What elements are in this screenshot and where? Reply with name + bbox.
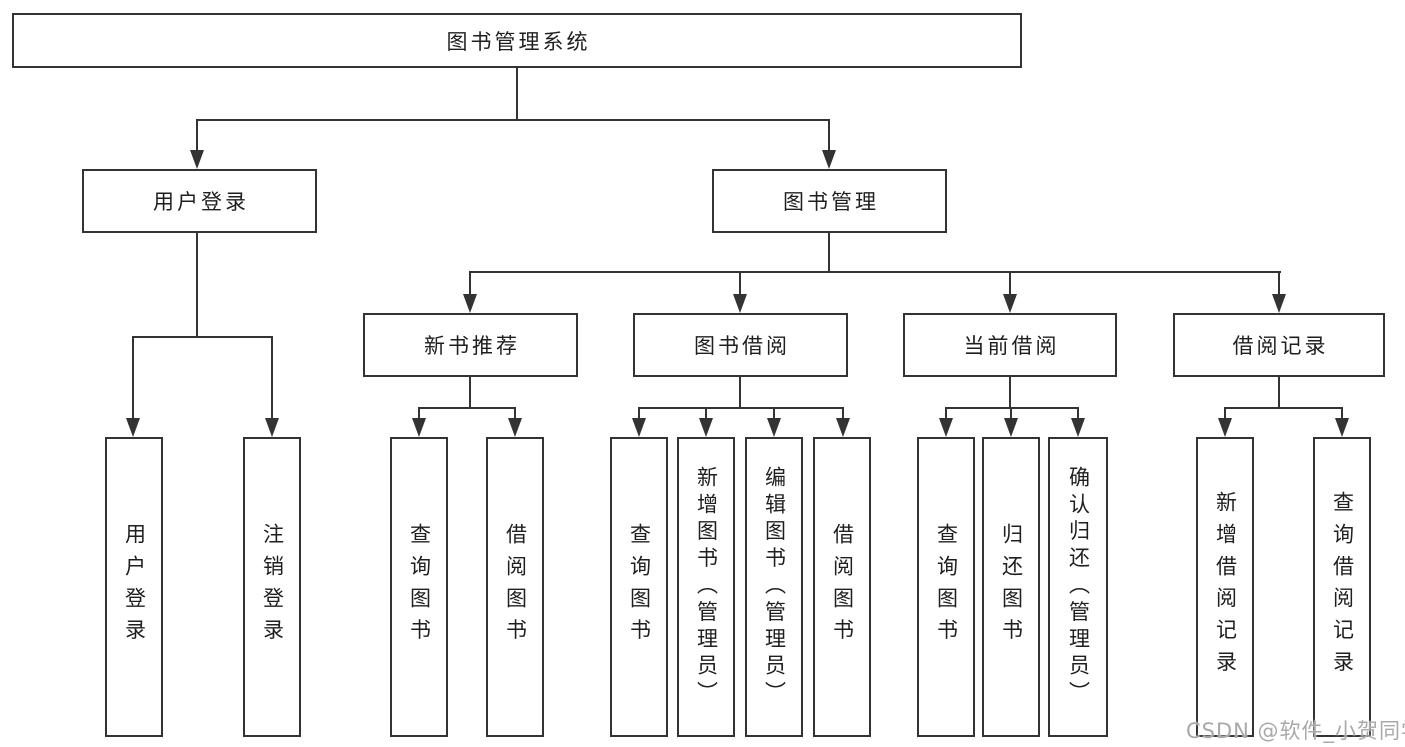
leaf-label: 新增借阅记录 (1213, 491, 1238, 683)
connector-line (418, 407, 516, 409)
connector-line (196, 119, 830, 121)
arrow-down-icon (699, 418, 713, 437)
node-label: 用户登录 (153, 190, 249, 214)
arrow-down-icon (190, 150, 204, 169)
connector-line (638, 407, 640, 421)
connector-line (1077, 407, 1079, 421)
leaf-label: 查询图书 (934, 523, 959, 651)
leaf-label: 新增图书（管理员） (694, 466, 719, 708)
arrow-down-icon (1003, 294, 1017, 313)
connector-line (828, 119, 830, 152)
leaf-query-borrow-record: 查询借阅记录 (1313, 437, 1371, 737)
connector-line (842, 407, 844, 421)
leaf-query-books-recommend: 查询图书 (390, 437, 448, 737)
connector-line (773, 407, 775, 421)
arrow-down-icon (939, 418, 953, 437)
connector-line (1224, 407, 1343, 409)
node-book-borrowing: 图书借阅 (633, 313, 848, 377)
connector-line (1278, 271, 1280, 297)
leaf-query-books-borrowing: 查询图书 (610, 437, 668, 737)
connector-line (828, 233, 830, 273)
arrow-down-icon (767, 418, 781, 437)
node-borrowing-records: 借阅记录 (1173, 313, 1385, 377)
leaf-borrow-books-recommend: 借阅图书 (486, 437, 544, 737)
leaf-label: 借阅图书 (503, 523, 528, 651)
leaf-add-books-admin: 新增图书（管理员） (677, 437, 735, 737)
leaf-label: 查询借阅记录 (1330, 491, 1355, 683)
connector-line (469, 377, 471, 409)
connector-line (196, 233, 198, 338)
connector-line (271, 336, 273, 420)
connector-line (1009, 271, 1011, 297)
connector-line (739, 377, 741, 409)
connector-line (418, 407, 420, 421)
leaf-label: 注销登录 (260, 523, 285, 651)
node-book-management: 图书管理 (712, 169, 947, 233)
connector-line (945, 407, 1079, 409)
leaf-user-login: 用户登录 (105, 437, 163, 737)
node-label: 图书借阅 (694, 334, 790, 358)
connector-line (739, 271, 741, 297)
leaf-logout: 注销登录 (243, 437, 301, 737)
arrow-down-icon (1004, 418, 1018, 437)
connector-line (945, 407, 947, 421)
node-current-borrowing: 当前借阅 (903, 313, 1117, 377)
leaf-label: 归还图书 (999, 523, 1024, 651)
leaf-label: 编辑图书（管理员） (762, 466, 787, 708)
leaf-label: 查询图书 (407, 523, 432, 651)
arrow-down-icon (632, 418, 646, 437)
connector-line (132, 336, 273, 338)
arrow-down-icon (1071, 418, 1085, 437)
node-label: 当前借阅 (963, 334, 1060, 358)
arrow-down-icon (1218, 418, 1232, 437)
connector-line (638, 407, 844, 409)
node-label: 图书管理 (783, 190, 879, 214)
arrow-down-icon (508, 418, 522, 437)
leaf-label: 借阅图书 (830, 523, 855, 651)
leaf-return-books: 归还图书 (982, 437, 1040, 737)
connector-line (132, 336, 134, 420)
arrow-down-icon (836, 418, 850, 437)
arrow-down-icon (463, 294, 477, 313)
leaf-borrow-books-borrowing: 借阅图书 (813, 437, 871, 737)
leaf-add-borrow-record: 新增借阅记录 (1196, 437, 1254, 737)
connector-line (196, 119, 198, 152)
leaf-label: 用户登录 (122, 523, 147, 651)
node-new-book-recommendation: 新书推荐 (363, 313, 578, 377)
connector-line (1224, 407, 1226, 421)
connector-line (514, 407, 516, 421)
arrow-down-icon (733, 294, 747, 313)
node-user-login: 用户登录 (82, 169, 317, 233)
connector-line (469, 271, 1281, 273)
arrow-down-icon (822, 150, 836, 169)
leaf-label: 确认归还（管理员） (1066, 466, 1091, 708)
leaf-query-books-current: 查询图书 (917, 437, 975, 737)
connector-line (1009, 377, 1011, 409)
connector-line (705, 407, 707, 421)
connector-line (1278, 377, 1280, 409)
leaf-edit-books-admin: 编辑图书（管理员） (745, 437, 803, 737)
arrow-down-icon (1272, 294, 1286, 313)
leaf-label: 查询图书 (627, 523, 652, 651)
node-root-library-system: 图书管理系统 (12, 13, 1022, 68)
arrow-down-icon (126, 418, 140, 437)
node-label: 图书管理系统 (446, 29, 591, 54)
connector-line (516, 68, 518, 121)
node-label: 新书推荐 (424, 334, 520, 358)
arrow-down-icon (412, 418, 426, 437)
arrow-down-icon (1335, 418, 1349, 437)
leaf-confirm-return-admin: 确认归还（管理员） (1048, 437, 1108, 737)
connector-line (1341, 407, 1343, 421)
csdn-watermark: CSDN @软件_小贺同学 (1186, 719, 1405, 743)
connector-line (1010, 407, 1012, 421)
node-label: 借阅记录 (1232, 334, 1329, 358)
connector-line (469, 271, 471, 297)
arrow-down-icon (265, 418, 279, 437)
